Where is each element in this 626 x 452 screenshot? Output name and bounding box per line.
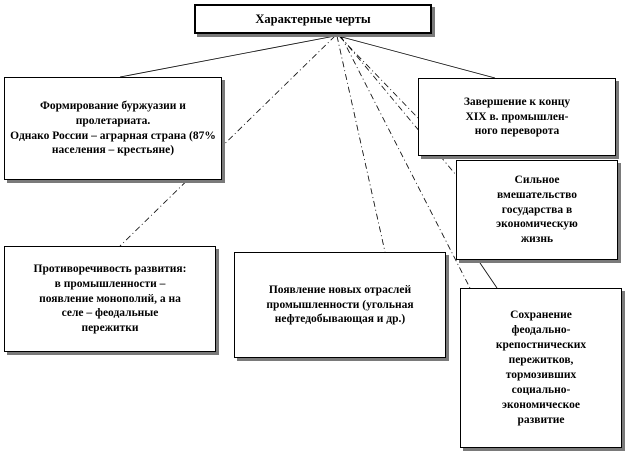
feature-completion-box: Завершение к концу XIX в. промышлен- ног…: [418, 78, 616, 156]
feature-new-industries-text: Появление новых отраслей промышленности …: [266, 283, 414, 326]
connector-to-completion: [337, 35, 496, 79]
connector-to-state: [339, 35, 457, 176]
feature-feudal-remnants-text: Сохранение феодально- крепостнических пе…: [495, 309, 587, 426]
feature-new-industries-box: Появление новых отраслей промышленности …: [234, 252, 446, 358]
feature-bourgeoisie-box: Формирование буржуазии и пролетариата. О…: [4, 77, 222, 180]
feature-state-intervention-box: Сильное вмешательство государства в экон…: [456, 160, 618, 260]
connector-to-bourgeoisie: [119, 35, 336, 78]
feature-state-intervention-text: Сильное вмешательство государства в экон…: [496, 173, 578, 246]
connector-to-feudal: [340, 35, 471, 289]
feature-contradictions-text: Противоречивость развития: в промышленно…: [33, 262, 187, 335]
connector-to-new-industries: [336, 35, 386, 253]
title-box: Характерные черты: [194, 4, 432, 34]
feature-feudal-remnants-box: Сохранение феодально- крепостнических пе…: [460, 288, 622, 448]
feature-contradictions-box: Противоречивость развития: в промышленно…: [4, 246, 216, 352]
connector-state-to-feudal: [477, 259, 498, 289]
connector-to-contradictions: [119, 35, 336, 247]
feature-completion-text: Завершение к концу XIX в. промышлен- ног…: [463, 95, 571, 138]
title-text: Характерные черты: [255, 11, 371, 26]
feature-bourgeoisie-text: Формирование буржуазии и пролетариата. О…: [10, 99, 216, 157]
connector-to-completion-secondary: [338, 35, 419, 119]
